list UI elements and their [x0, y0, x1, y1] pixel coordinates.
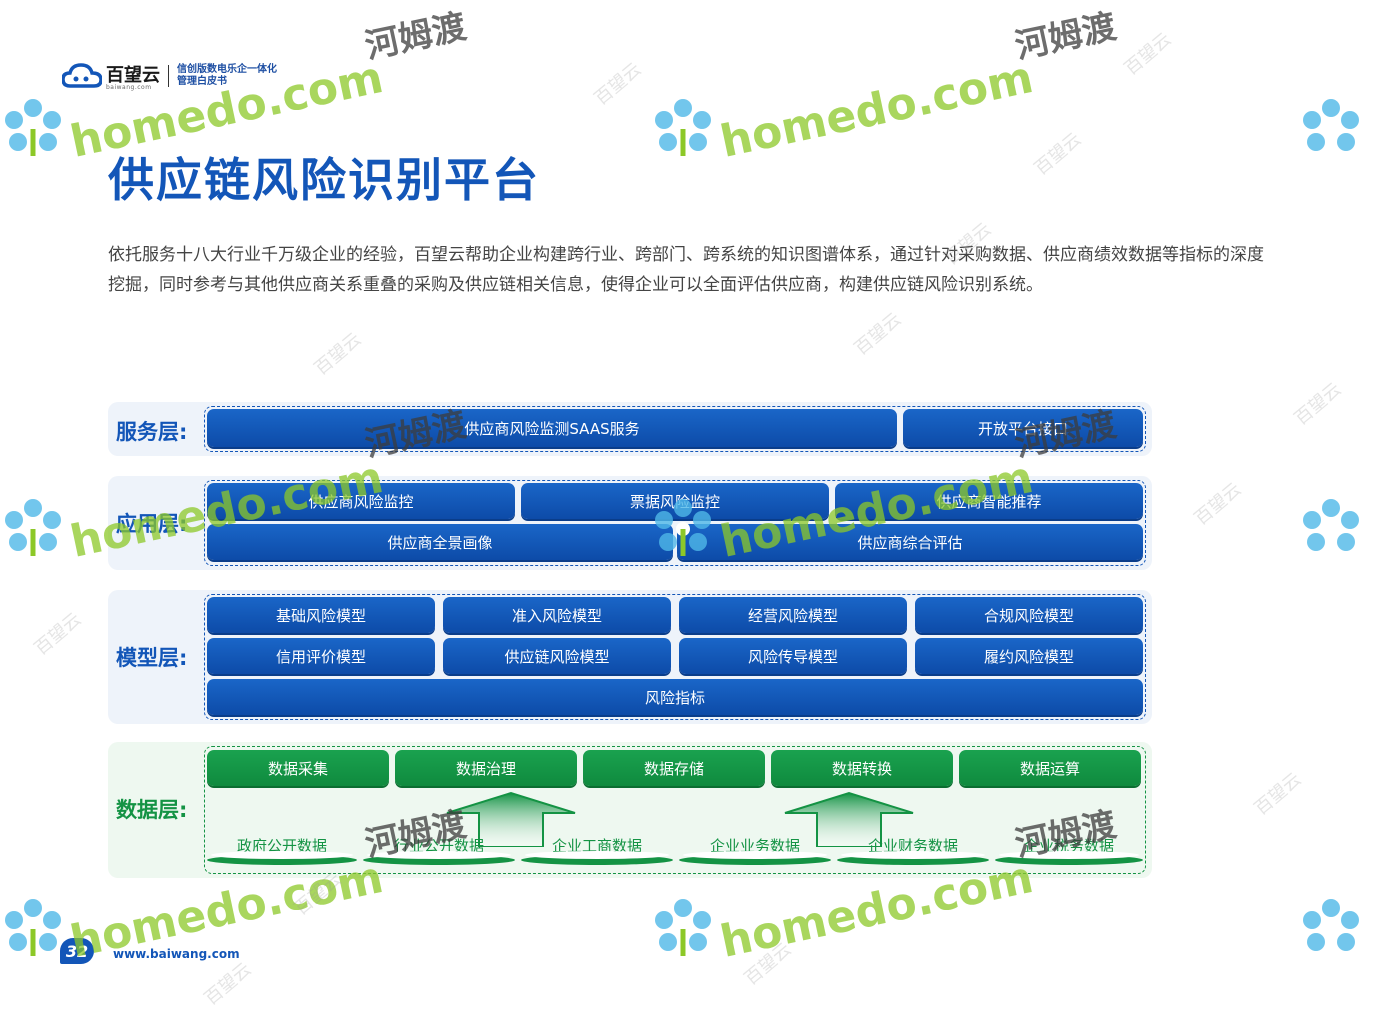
faint-watermark: 百望云 [850, 308, 906, 360]
model-item: 供应链风险模型 [443, 638, 671, 674]
disc-base [995, 851, 1143, 865]
service-layer-frame: 供应商风险监测SAAS服务 开放平台接口 [204, 406, 1146, 452]
data-source-label: 企业税务数据 [1023, 837, 1114, 855]
faint-watermark: 百望云 [1290, 378, 1346, 430]
faint-watermark: 百望云 [310, 328, 366, 380]
application-layer-label: 应用层: [116, 512, 188, 536]
data-source-label: 行业公开数据 [393, 837, 484, 855]
service-layer-label: 服务层: [116, 420, 188, 444]
faint-watermark: 百望云 [1030, 128, 1086, 180]
data-source-label: 企业业务数据 [709, 837, 800, 855]
model-layer-label: 模型层: [116, 646, 188, 670]
intro-paragraph: 依托服务十八大行业千万级企业的经验，百望云帮助企业构建跨行业、跨部门、跨系统的知… [108, 245, 1264, 295]
service-item: 开放平台接口 [903, 409, 1143, 447]
page-number: 32 [60, 938, 94, 964]
flower-watermark-icon [5, 499, 61, 556]
brand-header: 百望云 baiwang.com 信创版数电乐企一体化 管理白皮书 [62, 60, 277, 92]
data-source-item: 企业税务数据 [995, 837, 1143, 865]
application-item: 供应商综合评估 [677, 524, 1143, 560]
whitepaper-subtitle: 信创版数电乐企一体化 管理白皮书 [177, 64, 277, 88]
flower-watermark-icon [1303, 99, 1359, 151]
model-item: 合规风险模型 [915, 597, 1143, 633]
flower-watermark-icon [5, 99, 61, 156]
page-title: 供应链风险识别平台 [108, 153, 540, 207]
faint-watermark: 百望云 [1120, 28, 1176, 80]
data-source-label: 企业工商数据 [551, 837, 642, 855]
model-item: 准入风险模型 [443, 597, 671, 633]
disc-base [207, 851, 357, 865]
disc-base [521, 851, 673, 865]
faint-watermark: 百望云 [740, 938, 796, 990]
data-source-item: 企业工商数据 [521, 837, 673, 865]
brand-url: baiwang.com [106, 84, 152, 91]
brand-name: 百望云 [106, 65, 160, 86]
model-layer-frame: 基础风险模型 准入风险模型 经营风险模型 合规风险模型 信用评价模型 供应链风险… [204, 594, 1146, 720]
watermark-text: homedo.com [716, 51, 1038, 168]
data-process-item: 数据治理 [395, 750, 577, 786]
data-layer-frame: 数据采集 数据治理 数据存储 数据转换 数据运算 政府公开数据 行业公开数据 企… [204, 746, 1146, 874]
model-item: 信用评价模型 [207, 638, 435, 674]
application-item: 票据风险监控 [521, 483, 829, 519]
model-item: 履约风险模型 [915, 638, 1143, 674]
brand-divider [168, 65, 169, 87]
flower-watermark-icon [655, 899, 711, 956]
up-arrow-icon [446, 791, 576, 847]
flower-watermark-icon [1303, 499, 1359, 551]
application-layer-frame: 供应商风险监控 票据风险监控 供应商智能推荐 供应商全景画像 供应商综合评估 [204, 480, 1146, 566]
model-item: 风险传导模型 [679, 638, 907, 674]
application-item: 供应商智能推荐 [835, 483, 1143, 519]
data-process-item: 数据存储 [583, 750, 765, 786]
data-source-item: 行业公开数据 [363, 837, 515, 865]
application-layer: 应用层: 供应商风险监控 票据风险监控 供应商智能推荐 供应商全景画像 供应商综… [108, 476, 1152, 570]
service-layer: 服务层: 供应商风险监测SAAS服务 开放平台接口 [108, 402, 1152, 456]
flower-watermark-icon [5, 899, 61, 956]
application-item: 供应商全景画像 [207, 524, 673, 560]
data-source-label: 企业财务数据 [867, 837, 958, 855]
faint-watermark: 百望云 [1190, 478, 1246, 530]
application-item: 供应商风险监控 [207, 483, 515, 519]
flower-watermark-icon [1303, 899, 1359, 951]
disc-base [837, 851, 989, 865]
model-layer: 模型层: 基础风险模型 准入风险模型 经营风险模型 合规风险模型 信用评价模型 … [108, 590, 1152, 724]
data-process-item: 数据采集 [207, 750, 389, 786]
disc-base [679, 851, 831, 865]
data-layer: 数据层: 数据采集 数据治理 数据存储 数据转换 数据运算 政府公开数据 行业公… [108, 742, 1152, 878]
website-link[interactable]: www.baiwang.com [113, 947, 240, 961]
data-source-item: 政府公开数据 [207, 837, 357, 865]
faint-watermark: 百望云 [1250, 768, 1306, 820]
data-layer-label: 数据层: [116, 798, 188, 822]
cloud-logo-icon [62, 63, 102, 88]
faint-watermark: 百望云 [590, 58, 646, 110]
faint-watermark: 百望云 [30, 608, 86, 660]
data-source-label: 政府公开数据 [236, 837, 327, 855]
data-process-item: 数据运算 [959, 750, 1141, 786]
up-arrow-icon [784, 791, 914, 847]
flower-watermark-icon [655, 99, 711, 156]
data-source-item: 企业业务数据 [679, 837, 831, 865]
data-process-item: 数据转换 [771, 750, 953, 786]
watermark-text: 河姆渡 [361, 6, 470, 67]
disc-base [363, 851, 515, 865]
subtitle-line-1: 信创版数电乐企一体化 [177, 64, 277, 75]
risk-indicator-bar: 风险指标 [207, 679, 1143, 715]
service-item: 供应商风险监测SAAS服务 [207, 409, 897, 447]
subtitle-line-2: 管理白皮书 [177, 76, 227, 87]
watermark-text: 河姆渡 [1011, 6, 1120, 67]
data-source-item: 企业财务数据 [837, 837, 989, 865]
faint-watermark: 百望云 [200, 958, 256, 1010]
model-item: 基础风险模型 [207, 597, 435, 633]
model-item: 经营风险模型 [679, 597, 907, 633]
